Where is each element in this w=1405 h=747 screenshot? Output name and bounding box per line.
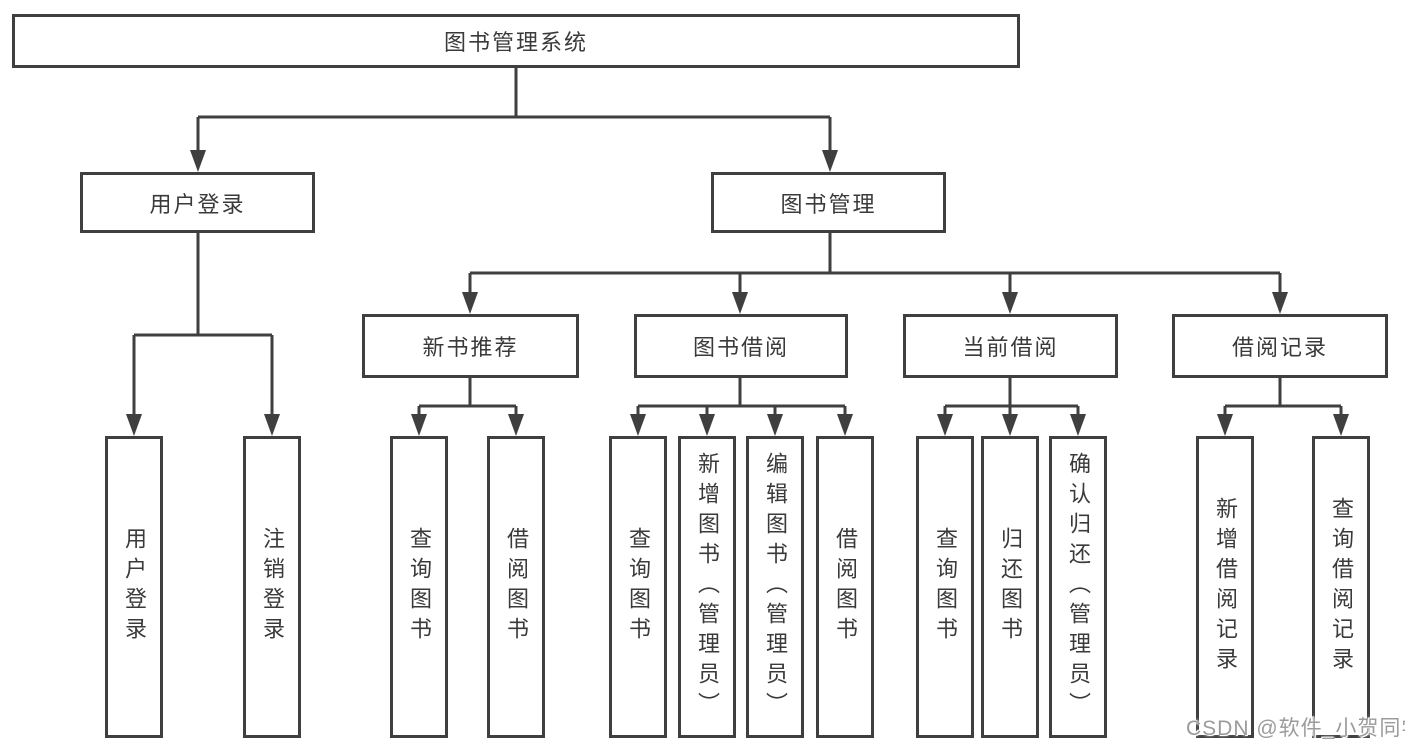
leaf-edit-book-admin-label: 编辑图书（管理员） — [763, 452, 788, 722]
leaf-newbook-borrow-book-label: 借阅图书 — [504, 527, 529, 647]
node-library-system-label: 图书管理系统 — [443, 30, 588, 55]
node-new-book-recommend: 新书推荐 — [362, 314, 579, 378]
leaf-borrow-query-book-label: 查询图书 — [626, 527, 651, 647]
leaf-add-borrow-record-label: 新增借阅记录 — [1213, 497, 1238, 677]
leaf-borrow-book-label: 借阅图书 — [833, 527, 858, 647]
leaf-query-borrow-record-label: 查询借阅记录 — [1329, 497, 1354, 677]
node-book-borrow: 图书借阅 — [634, 314, 848, 378]
node-book-management: 图书管理 — [711, 172, 946, 233]
leaf-user-login-label: 用户登录 — [122, 527, 147, 647]
node-book-management-label: 图书管理 — [780, 191, 877, 217]
leaf-logout: 注销登录 — [243, 436, 301, 738]
node-user-login-label: 用户登录 — [149, 191, 246, 217]
node-user-login: 用户登录 — [80, 172, 315, 233]
leaf-confirm-return-admin: 确认归还（管理员） — [1049, 436, 1107, 738]
node-new-book-recommend-label: 新书推荐 — [422, 335, 519, 360]
leaf-borrow-query-book: 查询图书 — [609, 436, 667, 738]
leaf-return-book: 归还图书 — [981, 436, 1039, 738]
leaf-current-query-book: 查询图书 — [916, 436, 974, 738]
node-borrow-records: 借阅记录 — [1172, 314, 1388, 378]
leaf-edit-book-admin: 编辑图书（管理员） — [746, 436, 804, 738]
leaf-add-borrow-record: 新增借阅记录 — [1196, 436, 1254, 738]
leaf-add-book-admin: 新增图书（管理员） — [678, 436, 736, 738]
leaf-newbook-borrow-book: 借阅图书 — [487, 436, 545, 738]
leaf-add-book-admin-label: 新增图书（管理员） — [695, 452, 720, 722]
leaf-query-borrow-record: 查询借阅记录 — [1312, 436, 1370, 738]
leaf-user-login: 用户登录 — [105, 436, 163, 738]
leaf-current-query-book-label: 查询图书 — [933, 527, 958, 647]
leaf-return-book-label: 归还图书 — [998, 527, 1023, 647]
node-book-borrow-label: 图书借阅 — [692, 335, 789, 360]
leaf-logout-label: 注销登录 — [260, 527, 285, 647]
leaf-newbook-query-book: 查询图书 — [390, 436, 448, 738]
leaf-confirm-return-admin-label: 确认归还（管理员） — [1066, 452, 1091, 722]
node-current-borrow: 当前借阅 — [903, 314, 1118, 378]
node-current-borrow-label: 当前借阅 — [962, 335, 1059, 360]
watermark: CSDN @软件_小贺同学 — [1186, 717, 1405, 740]
node-borrow-records-label: 借阅记录 — [1231, 335, 1328, 360]
leaf-borrow-book: 借阅图书 — [816, 436, 874, 738]
leaf-newbook-query-book-label: 查询图书 — [407, 527, 432, 647]
node-library-system: 图书管理系统 — [12, 14, 1020, 68]
